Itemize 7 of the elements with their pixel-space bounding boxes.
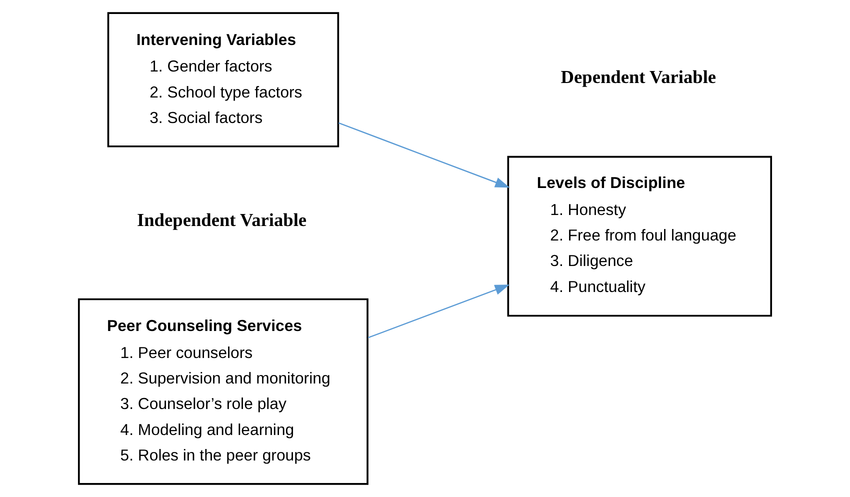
arrow	[338, 122, 510, 188]
node-box: Intervening Variables 1. Gender factors 2. School type factors 3. Social factors	[107, 12, 340, 148]
label: Dependent Variable	[560, 66, 716, 87]
node-box: Levels of Discipline 1. Honesty 2. Free from foul language 3. Diligence 4. Punctuality	[507, 156, 772, 317]
arrow	[368, 284, 510, 338]
node-box: Peer Counseling Services 1. Peer counselors 2. Supervision and monitoring 3. Counselor’s role play 4. Modeling and learning 5. Roles in the peer groups	[78, 298, 368, 485]
label: Independent Variable	[136, 210, 307, 230]
